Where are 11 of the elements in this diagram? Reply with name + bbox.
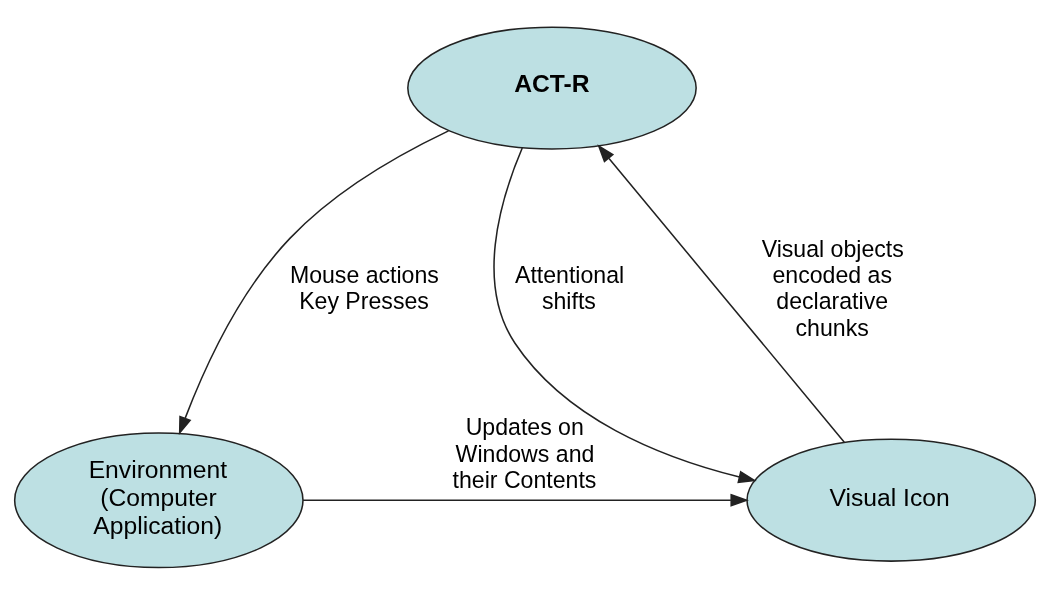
edge-label: Updates on Windows and their Contents bbox=[452, 414, 597, 493]
edge-label: Visual objects encoded as declarative chunks bbox=[761, 235, 904, 341]
arrow bbox=[493, 147, 757, 484]
arrow bbox=[178, 130, 450, 436]
node-ellipse: ACT-R bbox=[407, 26, 697, 150]
edge-label: Mouse actions Key Presses bbox=[289, 262, 439, 315]
edge-label: Attentional shifts bbox=[514, 262, 625, 315]
node-ellipse: Environment (Computer Application) bbox=[13, 432, 304, 569]
arrow bbox=[302, 493, 749, 507]
node-ellipse: Visual Icon bbox=[746, 438, 1037, 562]
arrow bbox=[597, 144, 846, 443]
